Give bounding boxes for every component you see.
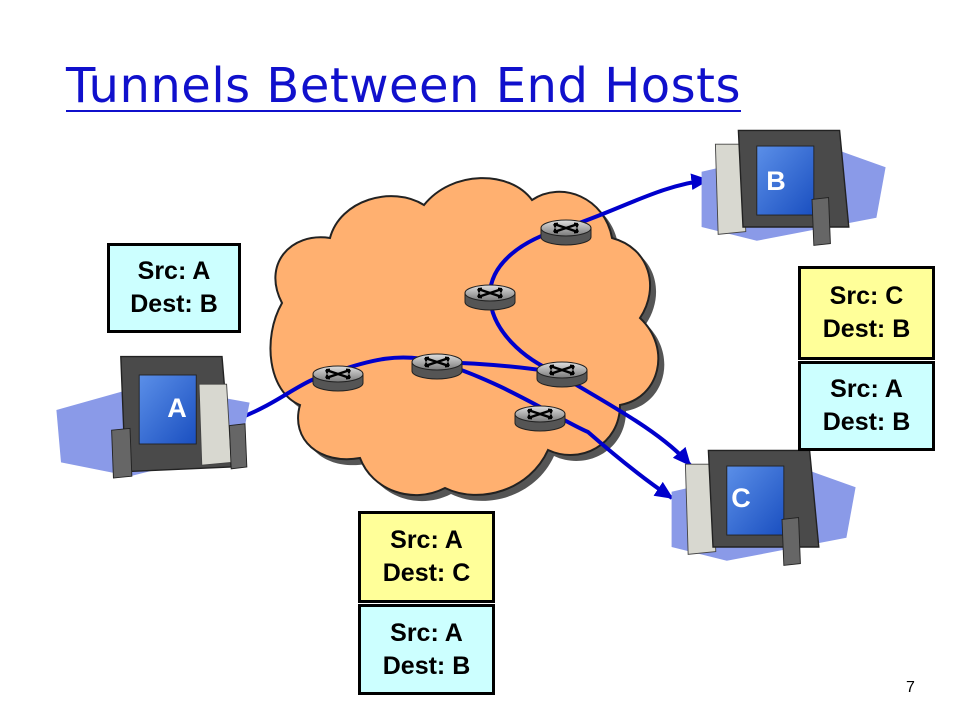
header-src: Src: A <box>390 526 463 554</box>
outer-header-src-c-dest-b: Src: C Dest: B <box>798 266 935 360</box>
router-icon <box>513 404 567 433</box>
header-dest: Dest: B <box>382 651 471 680</box>
header-dest: Dest: B <box>822 408 911 436</box>
header-dest: Dest: C <box>382 559 471 587</box>
router-icon <box>410 352 464 381</box>
host-c-label: C <box>731 483 751 513</box>
header-src: Src: A <box>830 375 903 403</box>
host-a-label: A <box>167 393 187 423</box>
host-b-computer-icon <box>701 129 886 246</box>
host-a-computer-icon <box>56 355 250 479</box>
header-dest: Dest: B <box>822 315 911 343</box>
path-to-b <box>487 173 710 374</box>
header-dest: Dest: B <box>130 290 218 318</box>
router-icon <box>311 364 365 393</box>
inner-header-src-a-dest-b-bottom: Src: A Dest: B <box>358 604 495 695</box>
page-number: 7 <box>906 679 915 696</box>
header-src: Src: A <box>390 618 463 647</box>
header-src: Src: A <box>137 257 211 285</box>
header-src: Src: C <box>829 282 904 310</box>
router-icon <box>539 218 593 247</box>
host-c-computer-icon <box>671 449 856 566</box>
router-icon <box>463 283 517 312</box>
router-icon <box>535 360 589 389</box>
inner-header-src-a-dest-b-right: Src: A Dest: B <box>798 361 935 451</box>
slide-title: Tunnels Between End Hosts <box>66 58 741 114</box>
outer-header-src-a-dest-c: Src: A Dest: C <box>358 511 495 603</box>
host-b-label: B <box>766 166 786 196</box>
header-box-src-a-dest-b-left: Src: A Dest: B <box>107 243 241 333</box>
